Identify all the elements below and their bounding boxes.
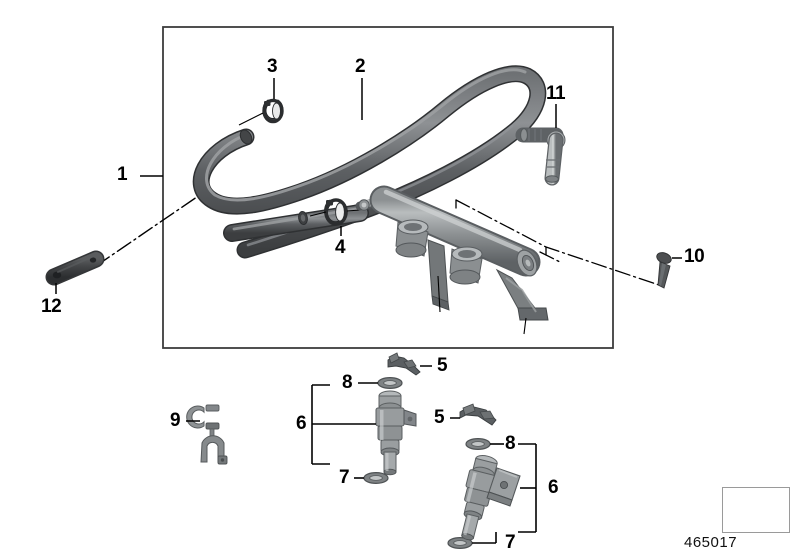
callout-7a: 7 [339,467,350,488]
fuel-injector-a [375,390,417,476]
bracket-group-a [311,382,378,479]
hose-end-upper [239,129,253,145]
diagram-id-label: 465017 [684,534,738,551]
callout-12: 12 [41,296,62,317]
callout-5a: 5 [437,355,448,376]
callout-2: 2 [355,56,366,77]
injector-retaining-clip-b [459,403,497,426]
orientation-arrow-box [722,487,790,533]
callout-10: 10 [684,246,705,267]
bracket-group-b [472,443,537,544]
mounting-bolt [656,252,672,289]
pointer-3 [238,112,264,126]
rubber-strap [45,250,105,286]
callout-9: 9 [170,410,181,431]
callout-3: 3 [267,56,278,77]
callout-4: 4 [335,237,346,258]
rail-pointer-lines [437,275,527,335]
o-ring-upper-b [465,438,491,451]
fuel-rail [355,185,549,321]
injector-connector-b [486,467,521,507]
callout-7b: 7 [505,532,516,553]
fuel-injector-b [461,455,498,541]
callout-8a: 8 [342,372,353,393]
callout-11: 11 [546,83,566,104]
callout-6b: 6 [548,477,559,498]
callout-8b: 8 [505,433,516,454]
rail-injector-cup-2 [449,246,483,285]
main-group-frame [162,26,614,349]
injector-retaining-clip-a [387,352,421,376]
rail-injector-cup-1 [395,219,429,258]
o-ring-lower-a [363,472,389,485]
callout-5b: 5 [434,407,445,428]
pointer-4 [309,209,361,217]
o-ring-upper-a [377,377,403,390]
callout-6a: 6 [296,413,307,434]
assembly-line-12 [95,187,211,267]
assembly-line-10 [455,199,663,287]
hose-holder-bracket [186,404,228,465]
callout-1: 1 [117,164,128,185]
elbow-connector [515,127,566,186]
hose-clamp-small [262,98,284,124]
